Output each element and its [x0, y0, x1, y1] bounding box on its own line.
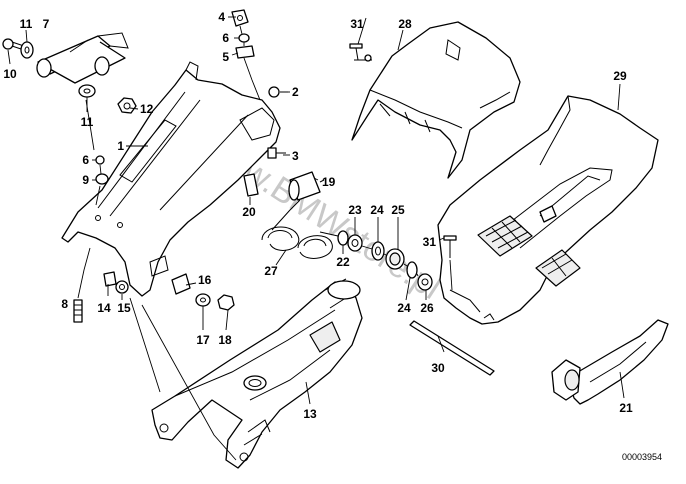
callout-10: 10 — [3, 67, 17, 81]
part-28-upper-cover — [351, 21, 521, 179]
part-3-screw — [267, 147, 286, 159]
part-8-bolt — [73, 299, 83, 323]
part-10-bolt — [2, 38, 31, 53]
callout-31-upper: 31 — [350, 17, 364, 31]
callout-23: 23 — [348, 203, 362, 217]
callout-13: 13 — [303, 407, 317, 421]
callout-1: 1 — [117, 139, 124, 153]
callout-2: 2 — [292, 85, 299, 99]
callout-31-lower: 31 — [423, 235, 437, 249]
callout-21: 21 — [619, 401, 633, 415]
part-24-washer-upper — [371, 241, 385, 261]
assembly-line-long — [129, 297, 237, 461]
callout-26: 26 — [420, 301, 434, 315]
part-5-bush — [235, 45, 255, 59]
part-19-cylinder — [288, 171, 325, 201]
callout-22: 22 — [336, 255, 350, 269]
callout-30: 30 — [431, 361, 445, 375]
callout-14: 14 — [97, 301, 111, 315]
part-16-clip — [171, 273, 191, 295]
part-12-nut — [117, 97, 137, 114]
callout-12: 12 — [140, 102, 154, 116]
part-31-screw-upper — [349, 43, 372, 62]
callout-9: 9 — [82, 173, 89, 187]
leader-lines — [7, 16, 625, 405]
part-24-washer-lower — [406, 261, 418, 279]
document-id: 00003954 — [622, 452, 662, 462]
callout-18: 18 — [218, 333, 232, 347]
part-25-bearing — [385, 248, 405, 270]
callout-24-upper: 24 — [370, 203, 384, 217]
callout-24-lower: 24 — [397, 301, 411, 315]
part-4-clip — [231, 9, 249, 27]
callout-8: 8 — [61, 297, 68, 311]
callout-11-upper: 11 — [20, 17, 33, 31]
part-26-nut — [417, 273, 433, 291]
part-22-washer — [337, 230, 349, 246]
part-20-clip — [243, 173, 259, 197]
part-14-bolt — [103, 271, 117, 287]
part-6-grommet-upper — [238, 33, 250, 43]
callout-29: 29 — [613, 69, 627, 83]
part-31-screw-lower — [443, 235, 457, 291]
callout-6-lower: 6 — [82, 153, 89, 167]
part-23-bush — [347, 234, 363, 252]
part-30-seal-strip — [409, 320, 495, 376]
callout-17: 17 — [196, 333, 210, 347]
part-9-bush — [95, 173, 109, 185]
assembly-line-upper — [239, 25, 261, 101]
callout-20: 20 — [242, 205, 256, 219]
part-21-lever — [551, 319, 669, 405]
part-11-washer-upper — [20, 41, 34, 59]
part-11-washer-lower — [78, 84, 96, 98]
callout-19: 19 — [322, 175, 336, 189]
callout-4: 4 — [218, 10, 225, 24]
callout-28: 28 — [398, 17, 412, 31]
part-18-nut — [217, 294, 235, 311]
callout-27: 27 — [264, 264, 278, 278]
callout-labels: 1 2 3 4 5 6 6 7 8 9 10 11 11 12 13 14 15… — [3, 10, 633, 421]
part-13-support — [151, 278, 363, 469]
callout-3: 3 — [292, 149, 299, 163]
part-15-nut — [115, 280, 129, 294]
part-6-grommet-lower — [95, 155, 105, 165]
callout-25: 25 — [391, 203, 405, 217]
callout-5: 5 — [222, 50, 229, 64]
part-7-shaft — [36, 32, 129, 84]
assembly-line-bolt — [77, 247, 91, 299]
callout-11-lower: 11 — [81, 115, 94, 129]
callout-7: 7 — [43, 17, 50, 31]
part-29-lower-cover — [437, 95, 659, 325]
callout-15: 15 — [117, 301, 131, 315]
part-17-washer — [195, 293, 211, 307]
callout-6-upper: 6 — [222, 31, 229, 45]
part-1-bracket — [61, 61, 281, 297]
callout-16: 16 — [198, 273, 212, 287]
part-27-spring — [261, 199, 333, 259]
